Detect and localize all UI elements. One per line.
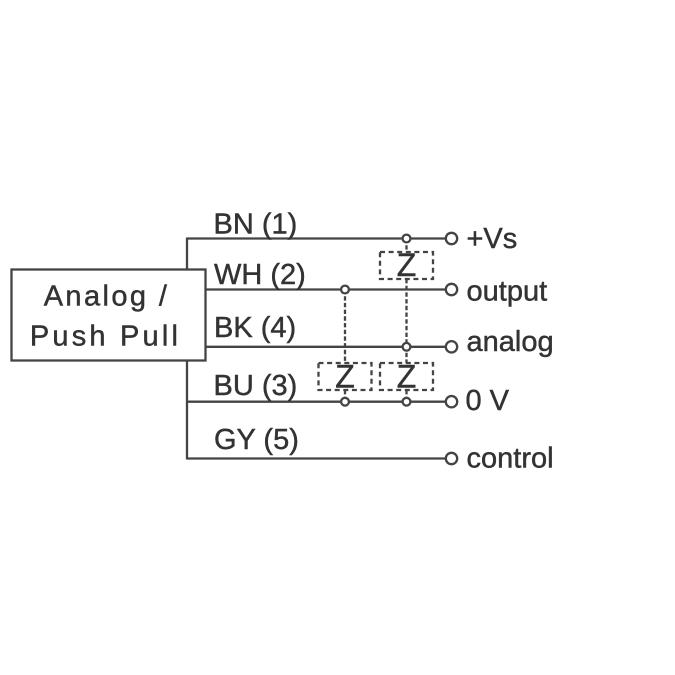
svg-text:+Vs: +Vs xyxy=(467,223,518,255)
svg-text:Z: Z xyxy=(335,358,355,394)
svg-text:Analog /: Analog / xyxy=(44,281,170,313)
svg-text:control: control xyxy=(467,442,554,474)
svg-text:Z: Z xyxy=(397,358,417,394)
svg-text:0 V: 0 V xyxy=(466,385,510,417)
svg-text:Push Pull: Push Pull xyxy=(30,321,181,353)
svg-text:analog: analog xyxy=(467,326,554,358)
svg-text:BN (1): BN (1) xyxy=(214,209,298,241)
svg-text:GY (5): GY (5) xyxy=(214,424,299,456)
svg-text:output: output xyxy=(467,276,548,308)
svg-text:BU (3): BU (3) xyxy=(214,370,298,402)
svg-text:WH (2): WH (2) xyxy=(214,259,306,291)
svg-text:Z: Z xyxy=(397,247,417,283)
svg-text:BK (4): BK (4) xyxy=(214,312,296,344)
